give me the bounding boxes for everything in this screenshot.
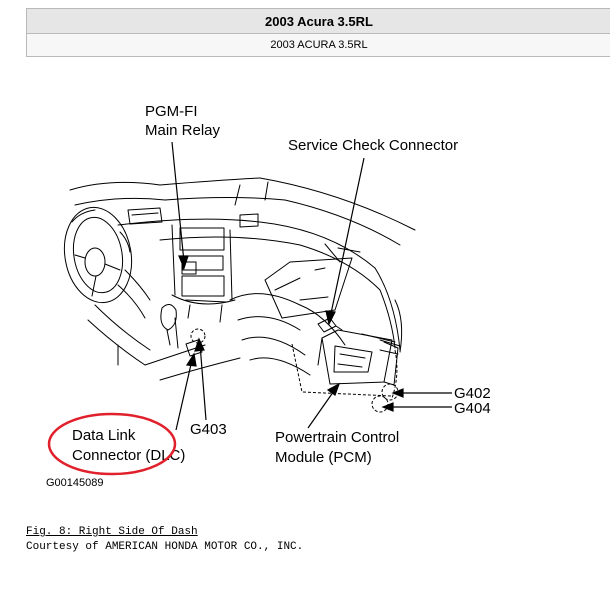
document-header: 2003 Acura 3.5RL 2003 ACURA 3.5RL — [26, 8, 610, 57]
pcm-label-line2: Module (PCM) — [275, 449, 372, 466]
pcm-label-line1: Powertrain Control — [275, 429, 399, 446]
figure-caption: Fig. 8: Right Side Of Dash Courtesy of A… — [26, 526, 303, 553]
pgm-fi-label-line2: Main Relay — [145, 122, 221, 139]
service-check-label: Service Check Connector — [288, 137, 458, 154]
g403-label: G403 — [190, 421, 227, 438]
header-title: 2003 Acura 3.5RL — [27, 9, 610, 34]
dlc-highlight-circle — [47, 412, 177, 476]
dlc-label-line1: Data Link — [72, 427, 136, 444]
leader-lines — [171, 141, 452, 431]
figure-credit: Courtesy of AMERICAN HONDA MOTOR CO., IN… — [26, 541, 304, 553]
g404-label: G404 — [454, 400, 491, 417]
pgm-fi-label-line1: PGM-FI — [145, 103, 198, 120]
g404-ground-marker — [371, 395, 389, 413]
image-code: G00145089 — [46, 477, 104, 489]
dashboard-line-art — [63, 177, 416, 386]
header-subtitle: 2003 ACURA 3.5RL — [27, 34, 610, 56]
g402-label: G402 — [454, 385, 491, 402]
figure-title: Fig. 8: Right Side Of Dash — [26, 526, 198, 538]
dlc-label-line2: Connector (DLC) — [72, 447, 185, 464]
dashed-outlines — [190, 328, 399, 413]
